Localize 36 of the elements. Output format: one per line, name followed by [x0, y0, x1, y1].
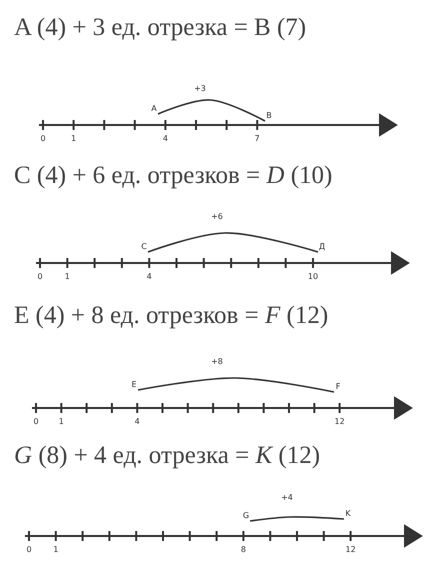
point-label: C [140, 243, 148, 252]
point-label: F [334, 383, 342, 392]
tick-label: 0 [37, 273, 43, 281]
arc [138, 377, 334, 393]
point-label: Д [318, 243, 326, 252]
tick-label: 4 [134, 418, 140, 426]
point-label: B [265, 112, 273, 121]
equation: C (4) + 6 ед. отрезков = D (10) [14, 163, 332, 188]
tick-label: 0 [33, 418, 39, 426]
tick-label: 10 [308, 273, 318, 281]
tick-label: 1 [64, 273, 70, 281]
point-label: G [242, 512, 250, 521]
equation: E (4) + 8 ед. отрезков = F (12) [14, 303, 328, 328]
point-label: A [150, 105, 158, 114]
tick-label: 0 [26, 546, 32, 554]
equation: G (8) + 4 ед. отрезка = K (12) [14, 443, 320, 468]
edge-label: +3 [193, 85, 207, 93]
tick-label: 1 [58, 418, 64, 426]
tick-label: 7 [254, 135, 260, 143]
tick-label: 12 [346, 546, 356, 554]
tick-label: 12 [334, 418, 345, 426]
point-label: K [344, 510, 352, 519]
tick-label: 4 [146, 273, 152, 281]
arc [250, 516, 344, 522]
tick-label: 1 [53, 546, 58, 554]
tick-label: 0 [40, 135, 46, 143]
edge-label: +4 [280, 494, 294, 502]
tick-label: 4 [162, 135, 168, 143]
edge-label: +8 [210, 358, 224, 366]
arc [148, 232, 318, 253]
point-label: E [130, 381, 138, 390]
arc [158, 99, 266, 122]
edge-label: +6 [210, 213, 224, 221]
tick-label: 8 [240, 546, 246, 554]
equation: A (4) + 3 ед. отрезка = B (7) [14, 15, 306, 40]
tick-label: 1 [71, 135, 76, 143]
